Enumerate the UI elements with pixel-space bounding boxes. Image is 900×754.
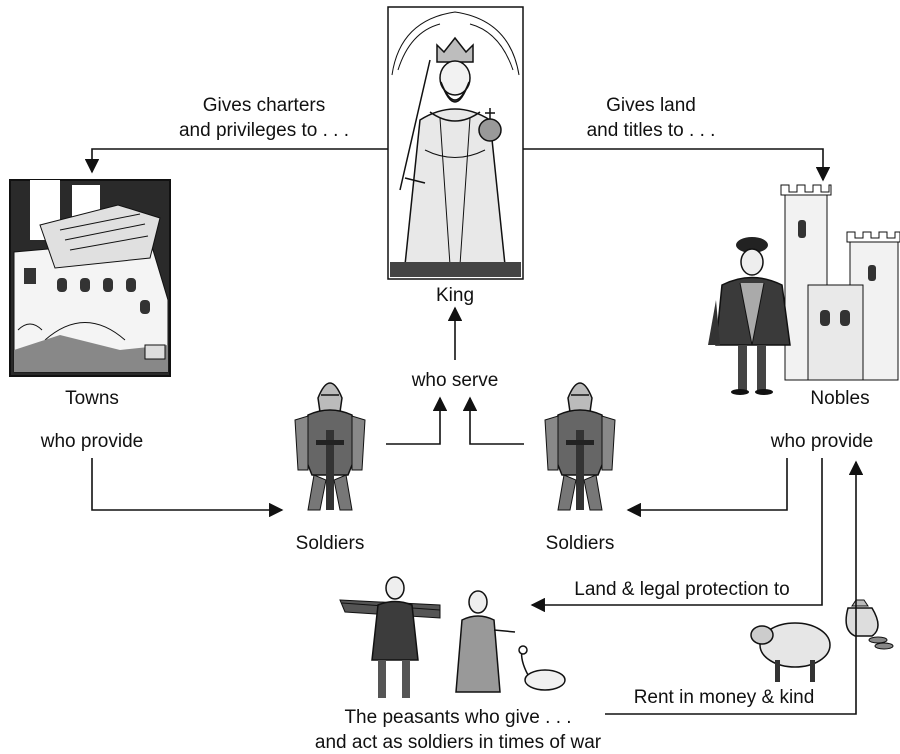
peasants-to-nobles-arrow bbox=[605, 460, 864, 715]
serve-label: who serve bbox=[411, 370, 499, 391]
king-to-towns-arrow bbox=[84, 148, 388, 174]
king-to-nobles-label-line1: Gives land bbox=[606, 95, 696, 116]
king-to-nobles-label-line2: and titles to . . . bbox=[587, 120, 716, 141]
nobles-to-soldiers-arrow bbox=[626, 458, 788, 518]
money-bag-illustration bbox=[845, 599, 894, 650]
connectors bbox=[84, 148, 864, 715]
sheep-illustration bbox=[750, 622, 831, 682]
nobles-to-peasants-arrow bbox=[530, 458, 823, 613]
towns-provide-label: who provide bbox=[40, 431, 143, 452]
soldiers-right-label: Soldiers bbox=[546, 533, 615, 554]
soldiers-left-label: Soldiers bbox=[296, 533, 365, 554]
towns-label: Towns bbox=[65, 388, 119, 409]
peasants-caption-line2: and act as soldiers in times of war bbox=[315, 732, 602, 753]
left-soldier-serve-arrow bbox=[386, 396, 448, 445]
soldier-right-illustration bbox=[544, 382, 616, 511]
nobles-label: Nobles bbox=[810, 388, 869, 409]
nobles-provide-label: who provide bbox=[770, 431, 873, 452]
king-illustration bbox=[387, 6, 524, 280]
king-to-towns-label-line1: Gives charters bbox=[203, 95, 325, 116]
peasants-caption-line1: The peasants who give . . . bbox=[344, 707, 571, 728]
rent-label: Rent in money & kind bbox=[634, 687, 815, 708]
peasants-illustration bbox=[339, 576, 566, 698]
king-to-towns-label-line2: and privileges to . . . bbox=[179, 120, 349, 141]
soldier-left-illustration bbox=[294, 382, 366, 511]
towns-to-soldiers-arrow bbox=[91, 458, 284, 518]
king-to-nobles-arrow bbox=[523, 148, 831, 182]
nobles-illustration bbox=[708, 184, 900, 395]
towns-illustration bbox=[9, 179, 171, 377]
king-label: King bbox=[436, 285, 474, 306]
right-soldier-serve-arrow bbox=[462, 396, 524, 445]
land-protection-label: Land & legal protection to bbox=[574, 579, 790, 600]
